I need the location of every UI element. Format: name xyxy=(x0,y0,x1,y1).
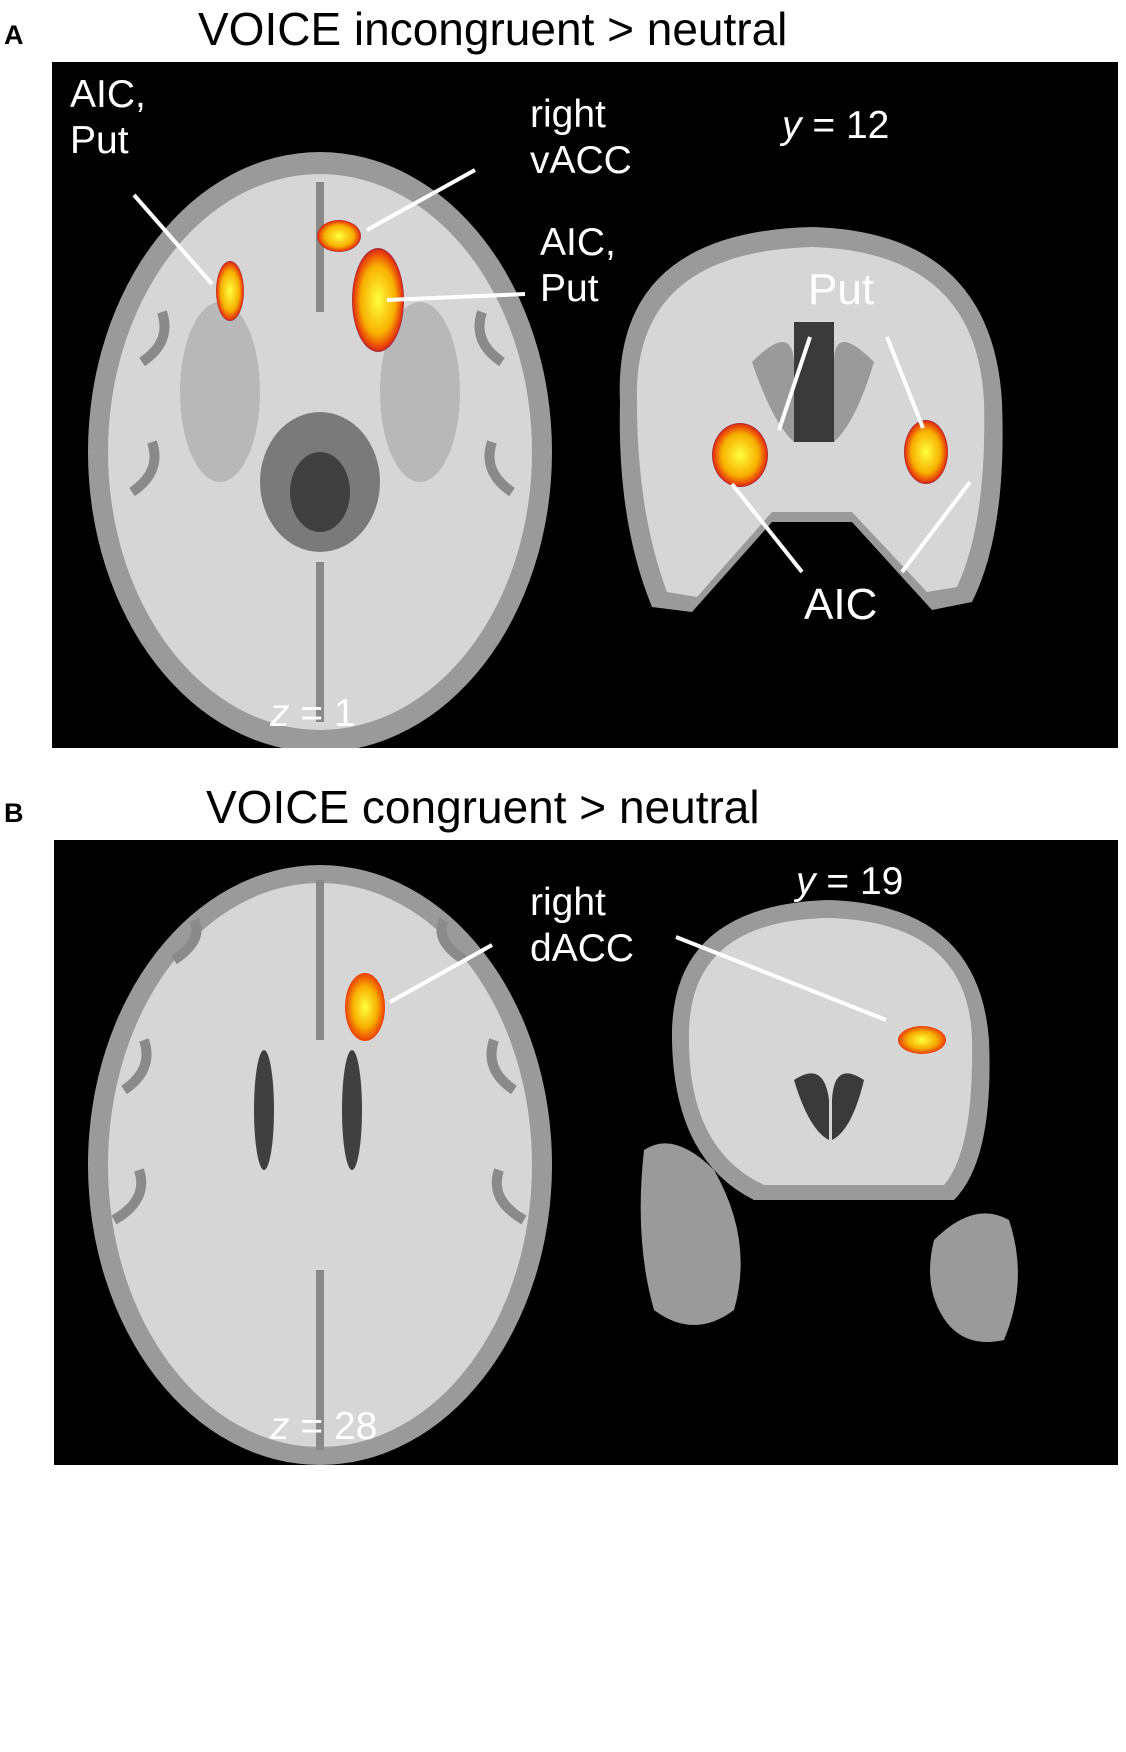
panel-a-letter: A xyxy=(4,20,24,50)
label-right-aic-put: AIC, Put xyxy=(540,221,616,310)
coronal-brain-slice-b xyxy=(640,900,1018,1342)
coronal-coord-b: y = 19 xyxy=(796,860,904,903)
panel-a-title: VOICE incongruent > neutral xyxy=(198,3,788,55)
right-vacc-blob xyxy=(317,220,361,252)
axial-brain-slice-b xyxy=(88,865,552,1465)
label-aic: AIC xyxy=(804,580,878,629)
axial-brain-slice-a xyxy=(88,152,552,748)
colorbar-bar xyxy=(644,1626,1084,1662)
right-put-aic-blob-coronal xyxy=(904,420,948,484)
label-left-aic-put: AIC, Put xyxy=(70,73,146,162)
panel-a-image: AIC, Put right vACC AIC, Put Put AIC z =… xyxy=(52,62,1118,748)
left-aic-put-blob xyxy=(216,261,244,321)
left-put-aic-blob-coronal xyxy=(712,423,768,487)
colorbar-tick-3-0: 3.0 xyxy=(614,1670,658,1705)
panel-b-title: VOICE congruent > neutral xyxy=(206,781,760,833)
label-right-vacc: right vACC xyxy=(530,93,632,182)
right-dacc-blob-coronal xyxy=(898,1026,946,1054)
axial-coord-a: z = 1 xyxy=(270,692,356,735)
coronal-coord-a: y = 12 xyxy=(782,104,890,147)
axial-coord-b: z = 28 xyxy=(270,1405,378,1448)
panel-a-brain-slices xyxy=(88,152,1003,748)
panel-b-image: right dACC z = 28 y = 19 3.0 3.5 4.0 t-s… xyxy=(54,840,1118,1751)
colorbar-title: t-score xyxy=(802,1708,922,1751)
colorbar-tick-4-0: 4.0 xyxy=(1054,1670,1098,1705)
panel-b-brain-slices xyxy=(88,865,1018,1465)
colorbar-tick-3-5: 3.5 xyxy=(834,1670,878,1705)
label-right-dacc: right dACC xyxy=(530,881,635,970)
panel-b-letter: B xyxy=(4,798,24,828)
right-aic-put-blob xyxy=(352,248,404,352)
right-dacc-blob-axial xyxy=(345,973,385,1041)
label-put: Put xyxy=(808,265,875,314)
